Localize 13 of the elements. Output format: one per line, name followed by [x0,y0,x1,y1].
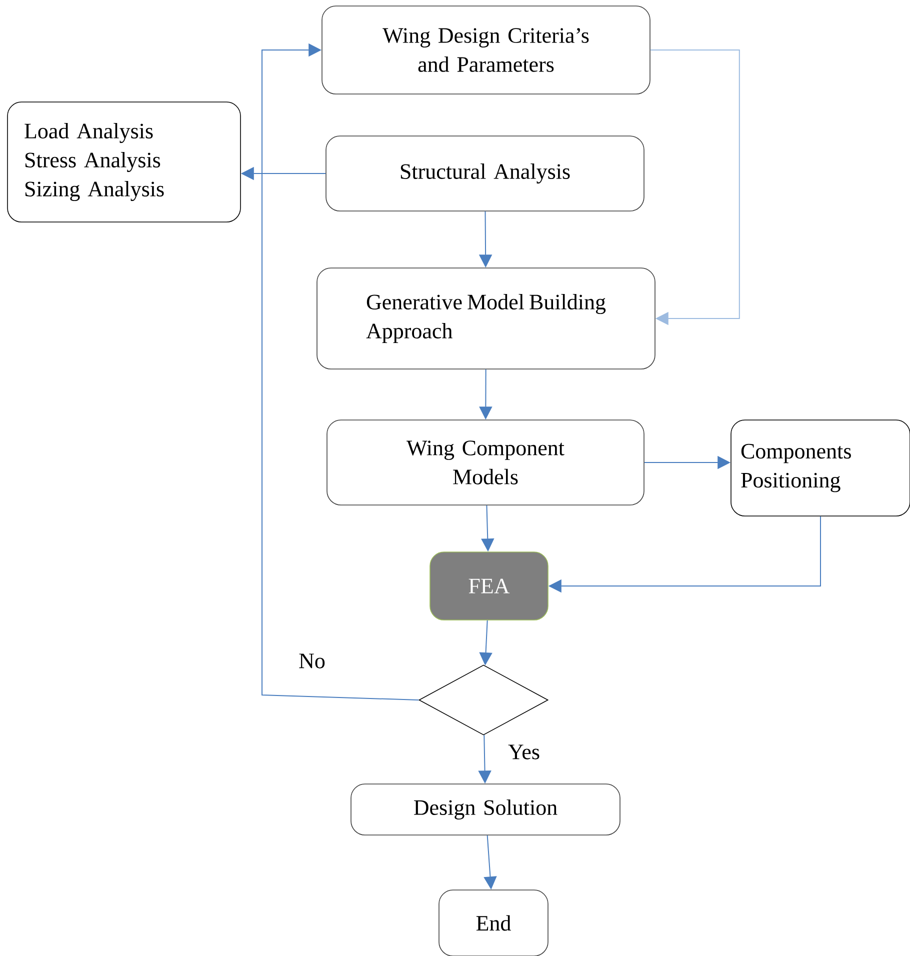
process-box: Wing Component Models [326,420,644,506]
process-box: End [438,890,548,956]
arrow [262,43,420,700]
process-box: Load Analysis Stress Analysis Sizing Analysis [7,102,241,222]
arrow [650,50,740,326]
process-box: FEA [430,552,548,620]
edge-label: Yes [507,744,541,760]
process-box: Components Positioning [730,420,910,516]
process-box: Generative Model Building Approach [316,268,656,370]
process-box: Structural Analysis [326,136,644,212]
process-box: Design Solution [350,784,620,836]
process-box: Wing Design Criteria’s and Parameters [322,6,650,94]
edge-label: No [298,652,326,670]
